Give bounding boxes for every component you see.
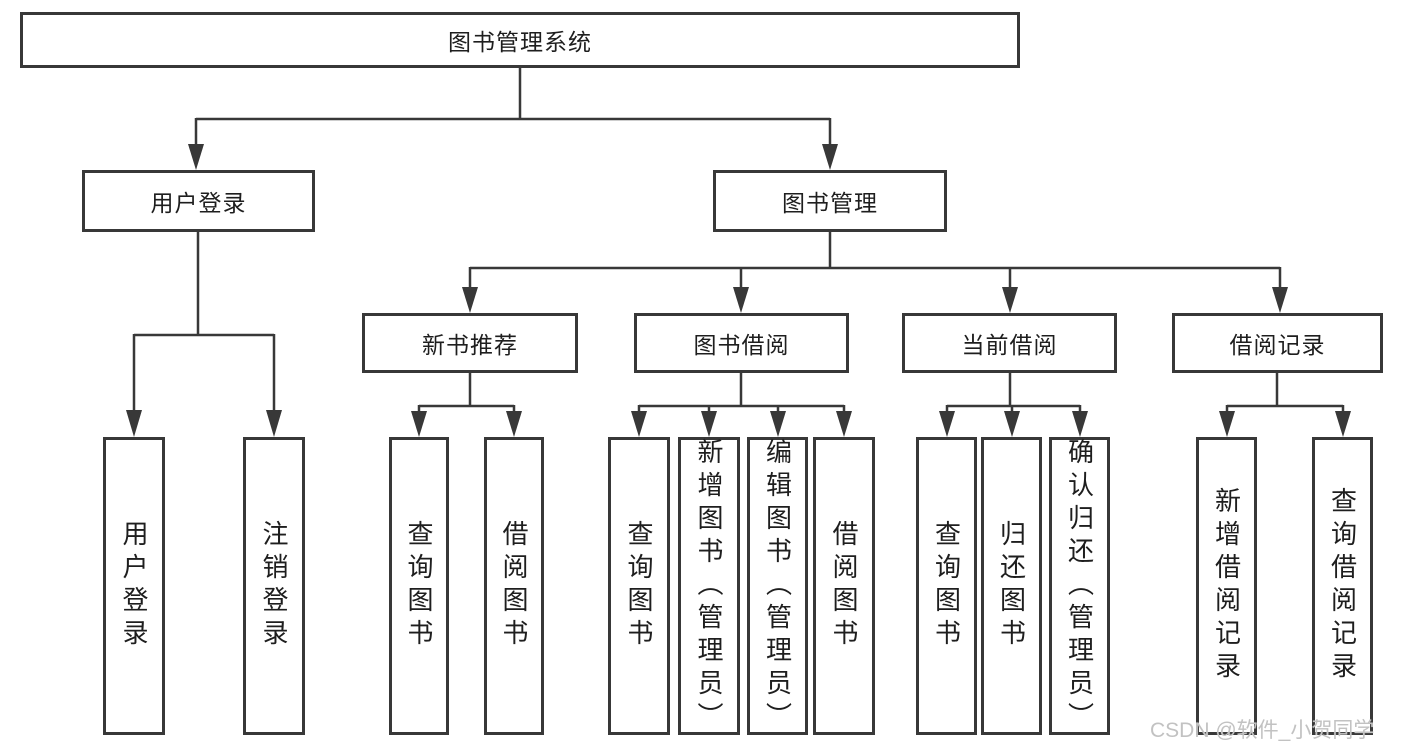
arrow-down-icon	[733, 287, 749, 313]
arrow-down-icon	[462, 287, 478, 313]
node-label: 确认归还（管理员）	[1064, 437, 1095, 735]
arrow-down-icon	[188, 144, 204, 170]
node-book-borrow: 图书借阅	[634, 313, 849, 373]
node-label: 借阅记录	[1229, 332, 1326, 358]
node-leaf-return-book: 归还图书	[981, 437, 1042, 735]
node-leaf-borrow-book: 借阅图书	[813, 437, 875, 735]
node-label: 当前借阅	[961, 332, 1058, 358]
node-root: 图书管理系统	[20, 12, 1020, 68]
node-leaf-query-borrow-record: 查询借阅记录	[1312, 437, 1373, 735]
connector-book-borrow-branch	[637, 373, 846, 414]
node-label: 图书借阅	[693, 332, 790, 358]
node-label: 借阅图书	[829, 520, 859, 652]
node-current-borrow: 当前借阅	[902, 313, 1117, 373]
node-label: 查询图书	[404, 520, 434, 652]
arrow-down-icon	[1002, 287, 1018, 313]
arrow-down-icon	[631, 411, 647, 437]
node-user-login: 用户登录	[82, 170, 315, 232]
arrow-down-icon	[1004, 411, 1020, 437]
node-label: 用户登录	[150, 190, 247, 216]
arrow-down-icon	[836, 411, 852, 437]
node-borrow-records: 借阅记录	[1172, 313, 1383, 373]
node-leaf-borrow-book: 借阅图书	[484, 437, 544, 735]
node-leaf-edit-book-admin: 编辑图书（管理员）	[747, 437, 808, 735]
connector-book-mgmt-branch	[468, 232, 1282, 291]
node-label: 新增借阅记录	[1211, 487, 1242, 685]
arrow-down-icon	[126, 410, 142, 437]
node-leaf-logout: 注销登录	[243, 437, 305, 735]
arrow-down-icon	[411, 411, 427, 437]
arrow-down-icon	[822, 144, 838, 170]
node-label: 新书推荐	[422, 332, 518, 358]
node-label: 借阅图书	[499, 520, 529, 652]
node-label: 编辑图书（管理员）	[762, 437, 793, 735]
node-label: 注销登录	[259, 520, 289, 652]
arrow-down-icon	[266, 410, 282, 437]
arrow-down-icon	[506, 411, 522, 437]
arrow-down-icon	[770, 411, 786, 437]
arrow-down-icon	[1335, 411, 1351, 437]
node-leaf-user-login: 用户登录	[103, 437, 165, 735]
node-label: 新增图书（管理员）	[694, 437, 724, 735]
node-leaf-query-book: 查询图书	[389, 437, 449, 735]
node-label: 查询图书	[624, 520, 654, 652]
arrow-down-icon	[939, 411, 955, 437]
arrow-down-icon	[1219, 411, 1235, 437]
arrow-down-icon	[1272, 287, 1288, 313]
node-book-management: 图书管理	[713, 170, 947, 232]
csdn-watermark: CSDN @软件_小贺同学	[1150, 719, 1375, 742]
node-leaf-add-book-admin: 新增图书（管理员）	[678, 437, 740, 735]
arrow-down-icon	[1072, 411, 1088, 437]
node-leaf-query-book: 查询图书	[608, 437, 670, 735]
node-label: 用户登录	[119, 520, 149, 652]
node-label: 图书管理	[782, 190, 878, 216]
node-label: 查询图书	[931, 520, 962, 652]
node-label: 归还图书	[996, 520, 1027, 652]
arrow-down-icon	[701, 411, 717, 437]
node-label: 查询借阅记录	[1327, 487, 1358, 685]
node-leaf-confirm-return-admin: 确认归还（管理员）	[1049, 437, 1110, 735]
connector-current-borrow-branch	[945, 373, 1082, 414]
node-leaf-query-book: 查询图书	[916, 437, 977, 735]
connector-root-branch	[194, 68, 832, 148]
connector-borrow-records-branch	[1225, 373, 1345, 414]
node-new-book-recommend: 新书推荐	[362, 313, 578, 373]
node-leaf-add-borrow-record: 新增借阅记录	[1196, 437, 1257, 735]
node-label: 图书管理系统	[448, 29, 592, 55]
connector-user-login-branch	[132, 232, 276, 414]
connector-new-book-branch	[417, 373, 516, 414]
